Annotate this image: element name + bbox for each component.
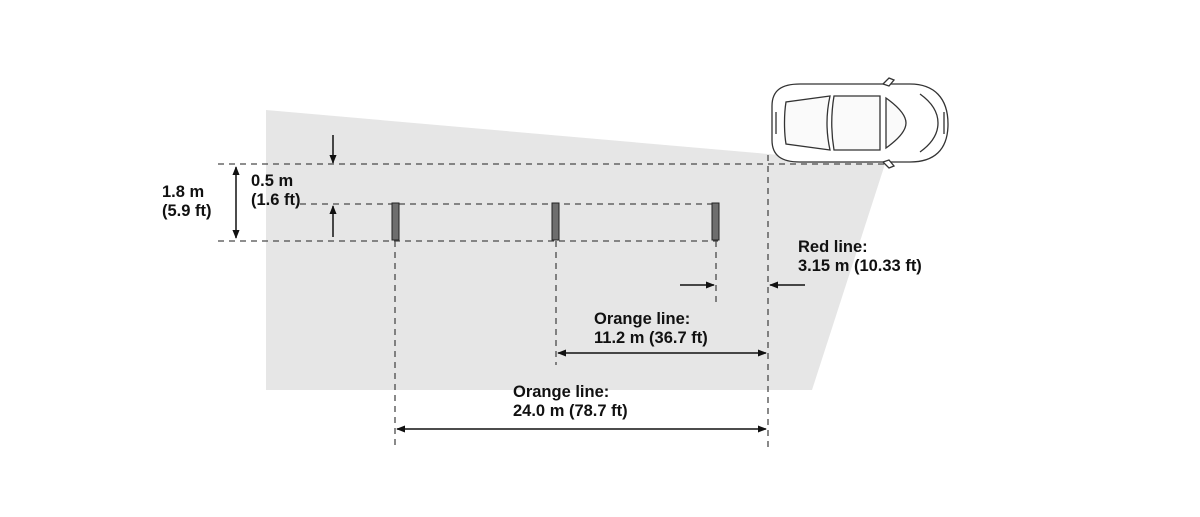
red-line-label: Red line: 3.15 m (10.33 ft) xyxy=(798,238,922,276)
marker-posts xyxy=(391,202,720,241)
orange-line-far-title: Orange line: xyxy=(513,383,610,401)
marker-post-far xyxy=(391,202,400,241)
height-total-imperial: (5.9 ft) xyxy=(162,202,212,220)
horizontal-reference-lines xyxy=(218,163,888,242)
red-line-distance: 3.15 m (10.33 ft) xyxy=(798,257,922,275)
height-lower-metric: 0.5 m xyxy=(251,172,294,190)
vertical-extension-lines xyxy=(394,155,769,450)
orange-line-near-label: Orange line: 11.2 m (36.7 ft) xyxy=(594,310,708,348)
marker-post-middle xyxy=(551,202,560,241)
marker-post-near xyxy=(711,202,720,241)
height-total-label: 1.8 m (5.9 ft) xyxy=(162,183,212,221)
camera-view-area xyxy=(266,110,885,390)
height-lower-label: 0.5 m (1.6 ft) xyxy=(251,172,301,210)
red-line-title: Red line: xyxy=(798,238,868,256)
height-total-metric: 1.8 m xyxy=(162,183,205,201)
orange-line-far-label: Orange line: 24.0 m (78.7 ft) xyxy=(513,383,628,421)
orange-line-far-distance: 24.0 m (78.7 ft) xyxy=(513,402,628,420)
orange-line-near-title: Orange line: xyxy=(594,310,691,328)
height-lower-imperial: (1.6 ft) xyxy=(251,191,301,209)
car-top-view-icon xyxy=(771,77,949,169)
orange-line-near-distance: 11.2 m (36.7 ft) xyxy=(594,329,708,347)
